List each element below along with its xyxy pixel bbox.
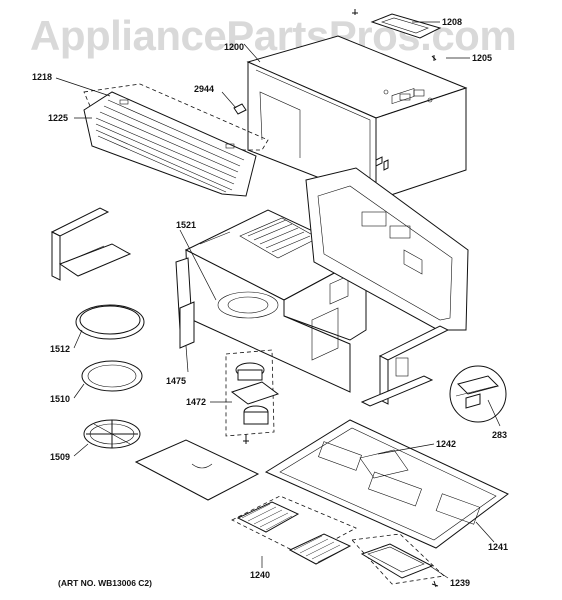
outer-case <box>246 35 468 201</box>
art-number-caption: (ART NO. WB13006 C2) <box>58 578 152 588</box>
vent-grille <box>83 83 269 197</box>
callout-1242: 1242 <box>436 439 456 449</box>
base-plate <box>264 419 509 549</box>
callout-1241: 1241 <box>488 542 508 552</box>
interlock-switch-detail <box>449 365 507 423</box>
callout-2944: 2944 <box>194 84 214 94</box>
grille-clip <box>233 103 247 115</box>
callout-1200: 1200 <box>224 42 244 52</box>
latch-bracket <box>360 325 450 407</box>
callout-1512: 1512 <box>50 344 70 354</box>
callout-1225: 1225 <box>48 113 68 123</box>
callout-1208: 1208 <box>442 17 462 27</box>
leader-lines <box>55 21 501 579</box>
turntable-motor-assembly <box>225 349 280 444</box>
callout-1472: 1472 <box>186 397 206 407</box>
turntable-support <box>83 419 141 449</box>
roller-ring <box>81 360 143 392</box>
callout-1205: 1205 <box>472 53 492 63</box>
callout-1475: 1475 <box>166 376 186 386</box>
callout-labels: 1208 1205 1200 1218 2944 1225 1521 1512 … <box>32 17 508 588</box>
top-vent-plate <box>352 9 442 61</box>
callout-283: 283 <box>492 430 507 440</box>
callout-1240: 1240 <box>250 570 270 580</box>
lower-cover-plate <box>134 439 260 501</box>
light-lens-cover <box>351 533 445 588</box>
callout-1510: 1510 <box>50 394 70 404</box>
callout-1509: 1509 <box>50 452 70 462</box>
grease-filters <box>231 495 357 565</box>
watermark: AppliancePartsPros.com <box>30 12 516 59</box>
callout-1239: 1239 <box>450 578 470 588</box>
side-bracket <box>50 207 132 281</box>
callout-1521: 1521 <box>176 220 196 230</box>
rear-panel <box>305 167 469 331</box>
turntable-tray <box>75 304 145 340</box>
callout-1218: 1218 <box>32 72 52 82</box>
